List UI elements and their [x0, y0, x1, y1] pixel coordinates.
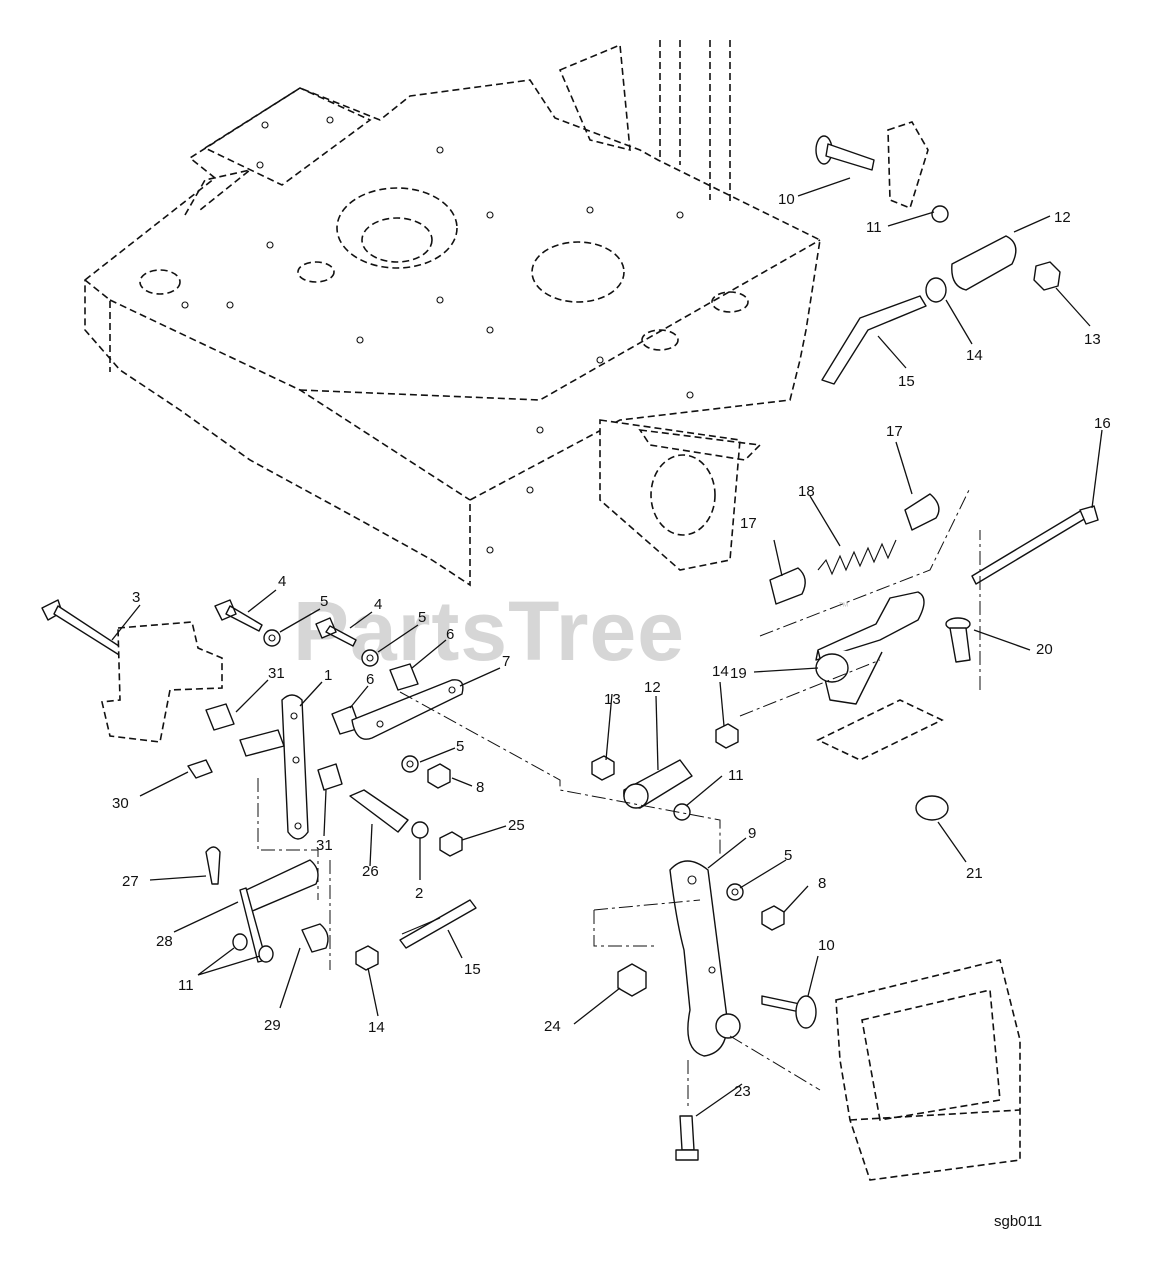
callout-leaders: [111, 177, 1103, 1117]
callout-label: 10: [778, 191, 795, 208]
trademark-symbol: ™: [838, 601, 849, 613]
callout-label: 26: [362, 863, 379, 880]
callout-label: 11: [866, 219, 882, 236]
callout-label: 23: [734, 1083, 751, 1100]
callout-label: 25: [508, 817, 525, 834]
callout-label: 16: [1094, 415, 1111, 432]
callout-label: 17: [740, 515, 757, 532]
callout-label: 12: [644, 679, 661, 696]
callout-label: 4: [278, 573, 286, 590]
callout-label: 6: [366, 671, 374, 688]
callout-label: 15: [898, 373, 915, 390]
callout-label: 9: [748, 825, 756, 842]
callout-label: 1: [324, 667, 332, 684]
callout-label: 5: [418, 609, 426, 626]
callout-label: 12: [1054, 209, 1071, 226]
callout-label: 14: [966, 347, 983, 364]
callout-label: 27: [122, 873, 139, 890]
callout-label: 11: [178, 977, 194, 994]
callout-label: 5: [456, 738, 464, 755]
diagram-code: sgb011: [994, 1213, 1042, 1230]
callout-label: 21: [966, 865, 983, 882]
callout-label: 28: [156, 933, 173, 950]
callout-label: 13: [1084, 331, 1101, 348]
callout-label: 30: [112, 795, 129, 812]
callout-labels: 3 4 4 5 5 6 6 7 31 1 5 8 30 25 31 26 2 2…: [112, 191, 1111, 1100]
callout-label: 4: [374, 596, 382, 613]
callout-label: 7: [502, 653, 510, 670]
callout-label: 15: [464, 961, 481, 978]
callout-label: 31: [316, 837, 333, 854]
callout-label: 5: [320, 593, 328, 610]
callout-label: 11: [728, 767, 744, 784]
callout-label: 20: [1036, 641, 1053, 658]
callout-label: 2: [415, 885, 423, 902]
mower-frame: [84, 40, 821, 587]
parts-line-art: [41, 121, 1099, 1181]
watermark: PartsTree: [293, 584, 685, 678]
callout-label: 29: [264, 1017, 281, 1034]
callout-label: 6: [446, 626, 454, 643]
callout-label: 14: [712, 663, 729, 680]
guide-lines: [257, 487, 981, 1110]
callout-label: 8: [476, 779, 484, 796]
callout-label: 13: [604, 691, 621, 708]
callout-label: 14: [368, 1019, 385, 1036]
callout-label: 24: [544, 1018, 561, 1035]
callout-label: 17: [886, 423, 903, 440]
callout-label: 18: [798, 483, 815, 500]
callout-label: 31: [268, 665, 285, 682]
callout-label: 10: [818, 937, 835, 954]
callout-label: 8: [818, 875, 826, 892]
callout-label: 3: [132, 589, 140, 606]
callout-label: 5: [784, 847, 792, 864]
callout-label: 19: [730, 665, 747, 682]
